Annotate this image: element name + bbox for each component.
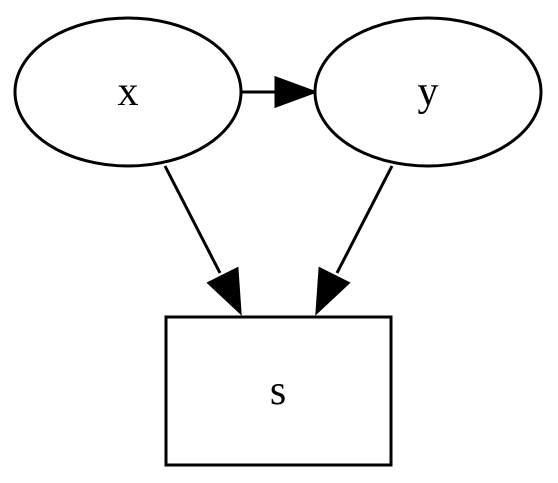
edge-x-to-s: [163, 165, 242, 316]
edge-y-to-s-arrowhead: [315, 266, 351, 316]
edge-x-to-y: [242, 75, 319, 109]
node-s-rectangle: [164, 315, 393, 467]
node-s: s: [164, 315, 393, 467]
edge-x-to-y-arrowhead: [274, 75, 319, 109]
edge-x-to-s-arrowhead: [206, 266, 242, 316]
node-y-ellipse: [313, 16, 543, 168]
edge-x-to-s-line: [163, 165, 222, 274]
node-y-label: y: [418, 69, 439, 115]
node-x: x: [13, 16, 243, 168]
node-x-ellipse: [13, 16, 243, 168]
edge-y-to-s: [315, 165, 394, 316]
edge-y-to-s-line: [335, 165, 394, 274]
node-x-label: x: [118, 69, 139, 115]
node-s-label: s: [270, 368, 286, 414]
node-y: y: [313, 16, 543, 168]
